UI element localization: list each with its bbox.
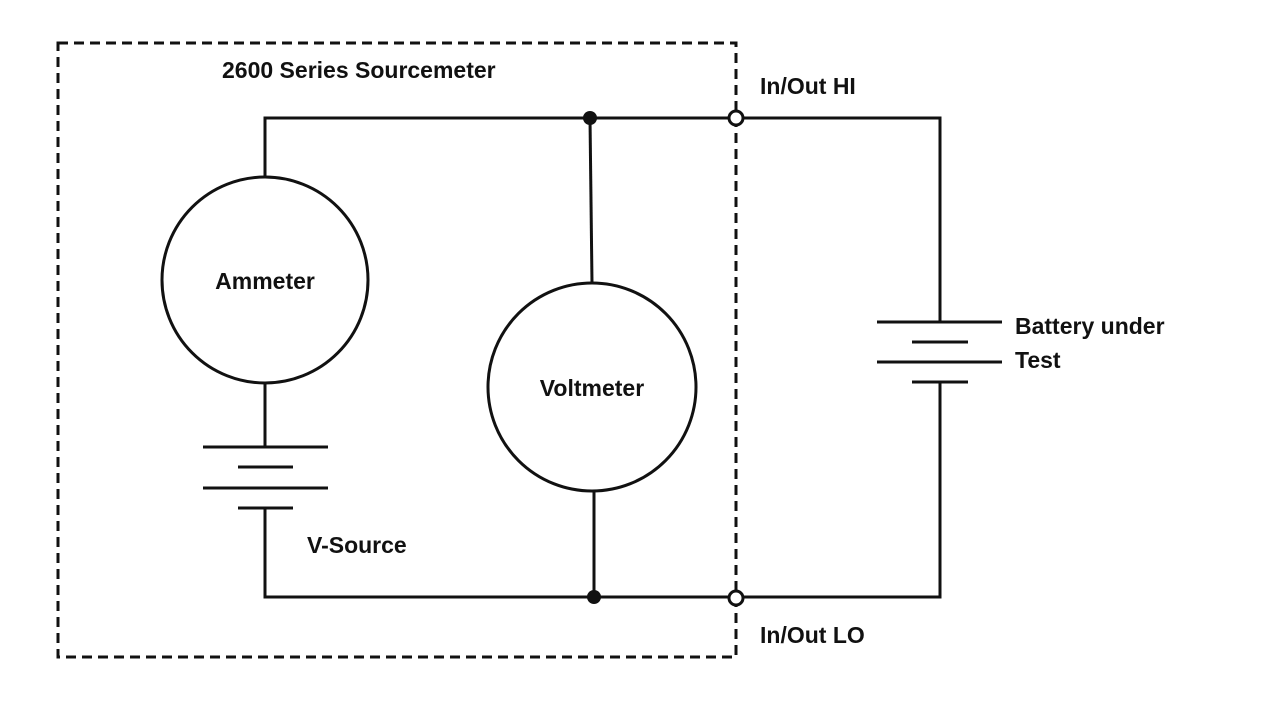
junction-dot-bottom: [587, 590, 601, 604]
vsource-label: V-Source: [307, 532, 407, 558]
battery-label-line2: Test: [1015, 347, 1061, 373]
vsource-symbol: [203, 445, 328, 510]
sourcemeter-title: 2600 Series Sourcemeter: [222, 57, 496, 83]
battery-label-line1: Battery under: [1015, 313, 1165, 339]
voltmeter-label: Voltmeter: [540, 375, 644, 401]
terminal-hi: [727, 109, 745, 127]
terminal-hi-label: In/Out HI: [760, 73, 856, 99]
ammeter-label: Ammeter: [215, 268, 315, 294]
terminal-lo-label: In/Out LO: [760, 622, 865, 648]
battery-symbol: [877, 320, 1002, 384]
terminal-lo: [727, 589, 745, 607]
voltmeter-top-lead: [588, 116, 594, 285]
voltmeter-symbol: [486, 281, 698, 493]
junction-dot-top: [583, 111, 597, 125]
sourcemeter-enclosure: [56, 41, 738, 659]
